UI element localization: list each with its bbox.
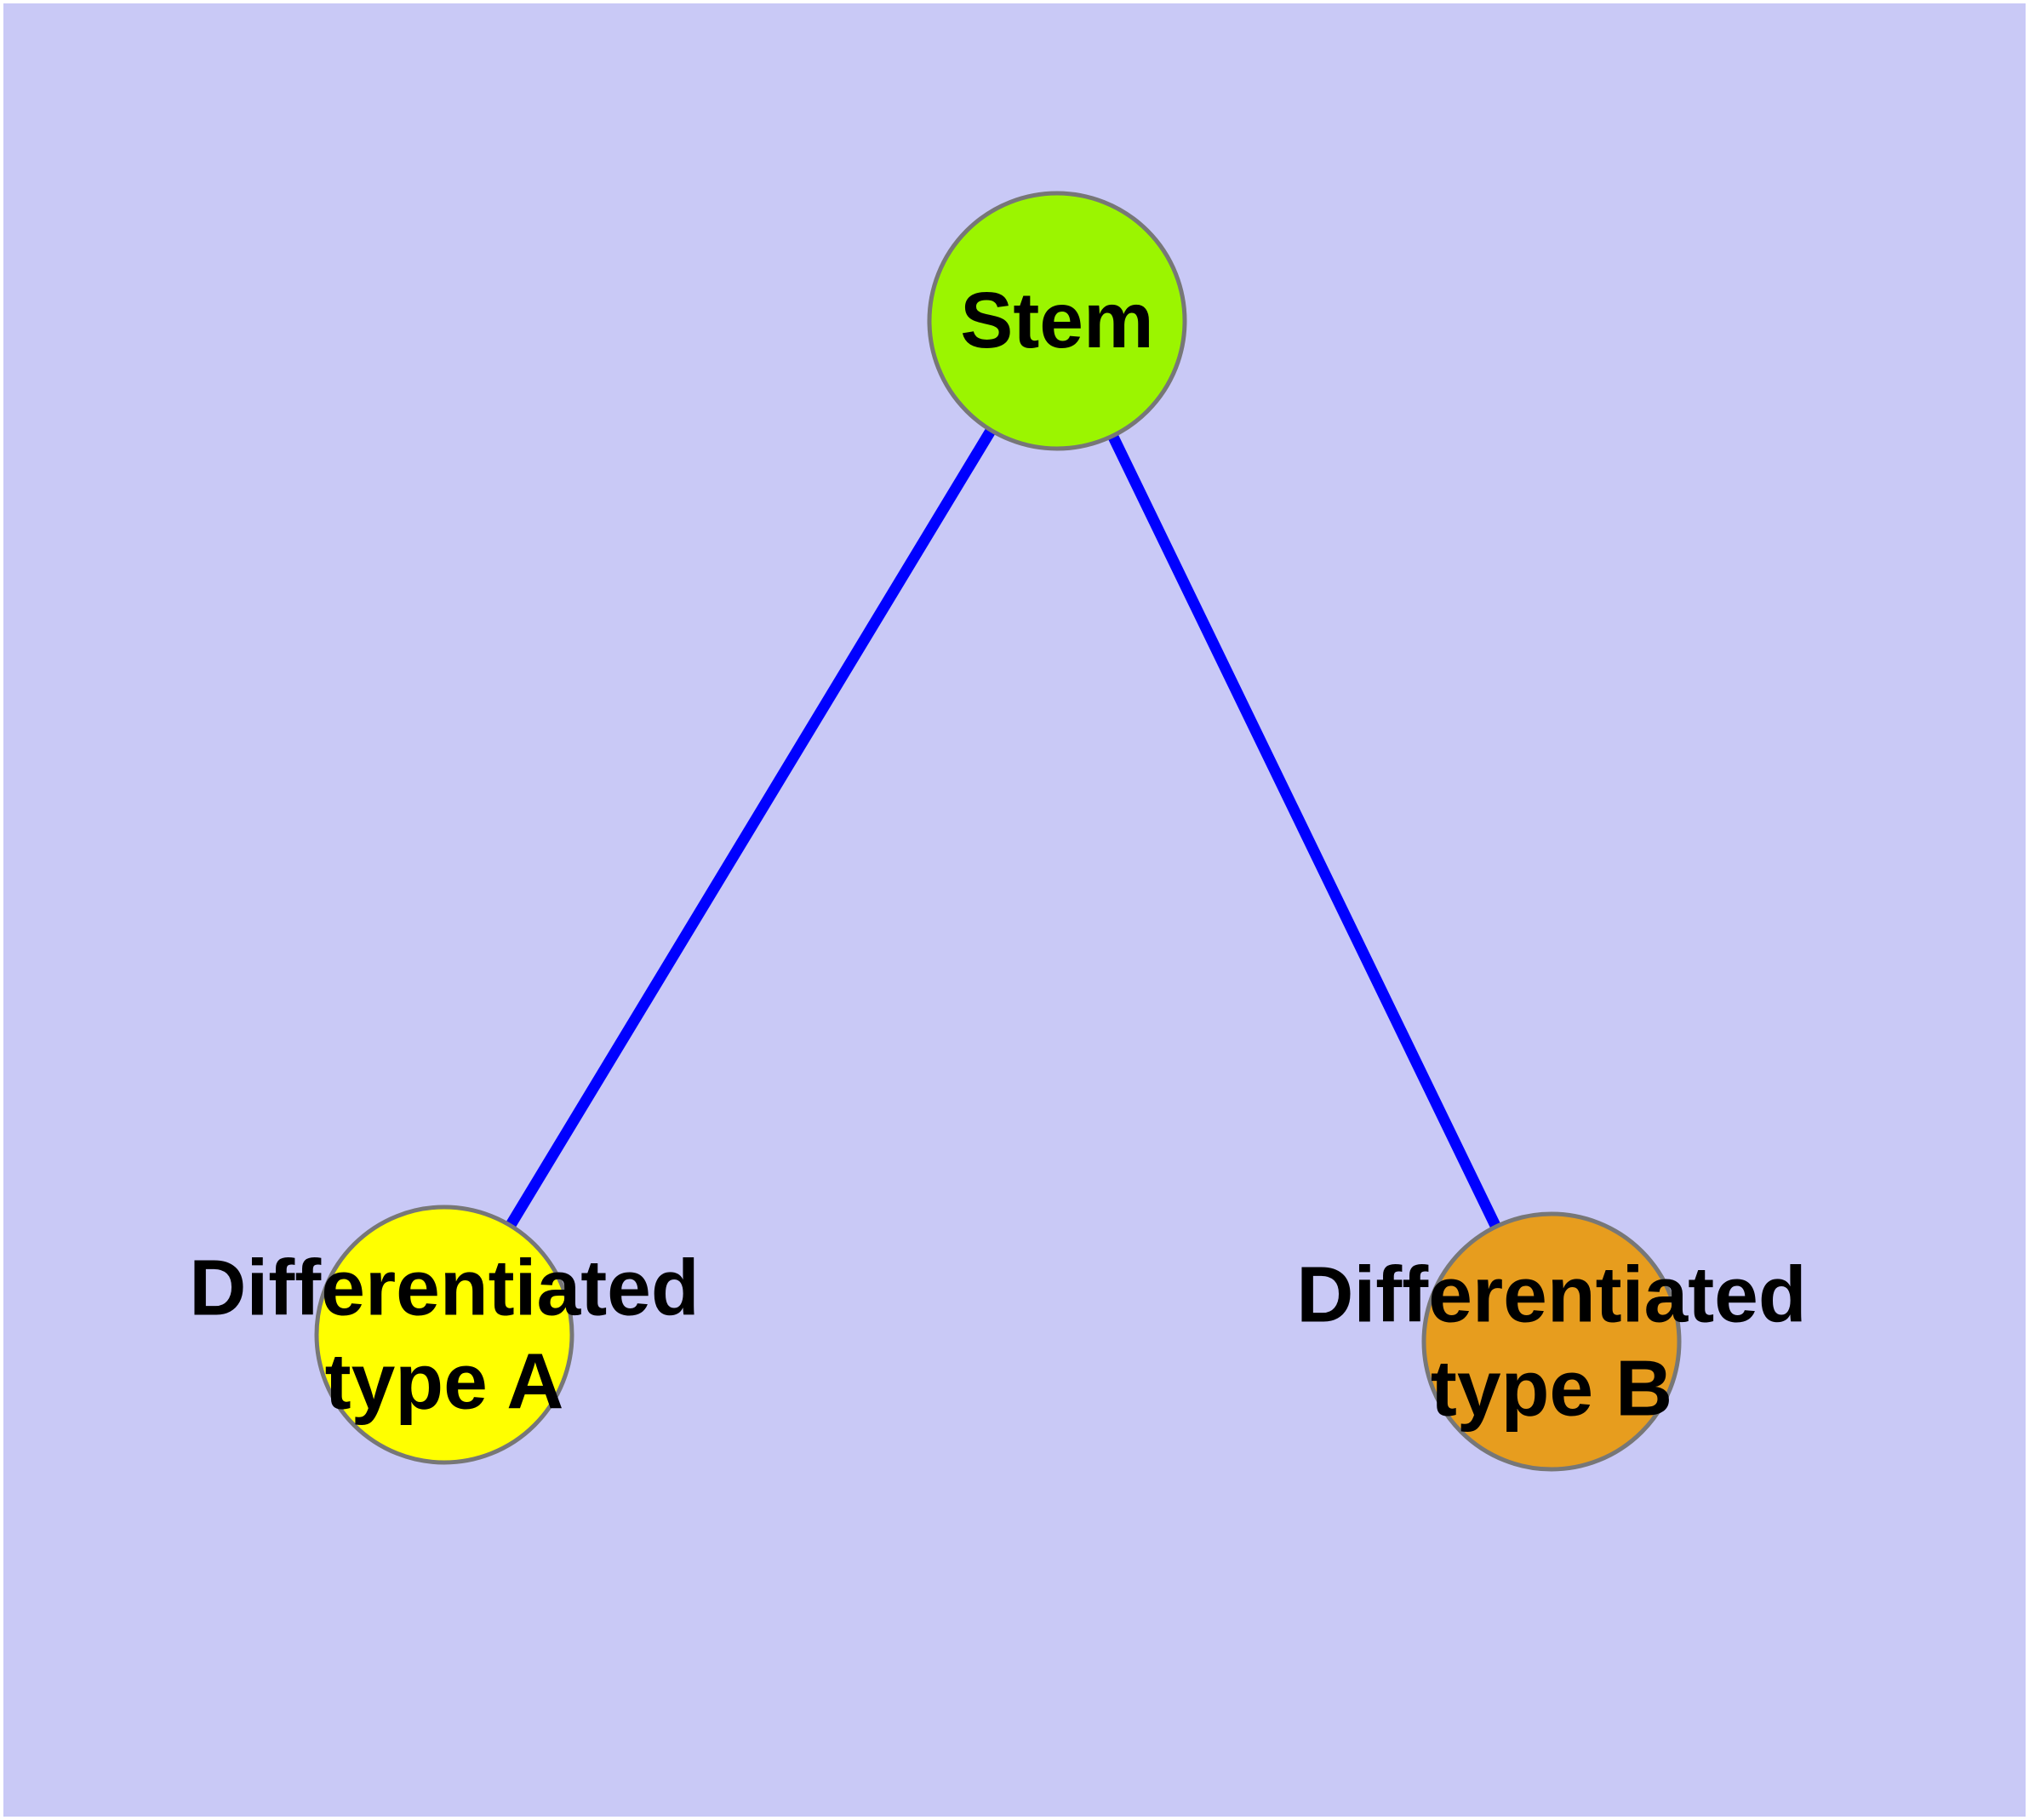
- node-type-b-circle: [1421, 1211, 1682, 1472]
- diagram-canvas: Stem Differentiated type A Differentiate…: [3, 3, 2026, 1817]
- graph-svg: [314, 191, 1682, 1472]
- node-stem-circle: [927, 191, 1187, 451]
- edge-stem-to-type-a: [439, 318, 1062, 1338]
- edge-stem-to-type-b: [1052, 318, 1557, 1344]
- node-type-a-circle: [314, 1205, 574, 1465]
